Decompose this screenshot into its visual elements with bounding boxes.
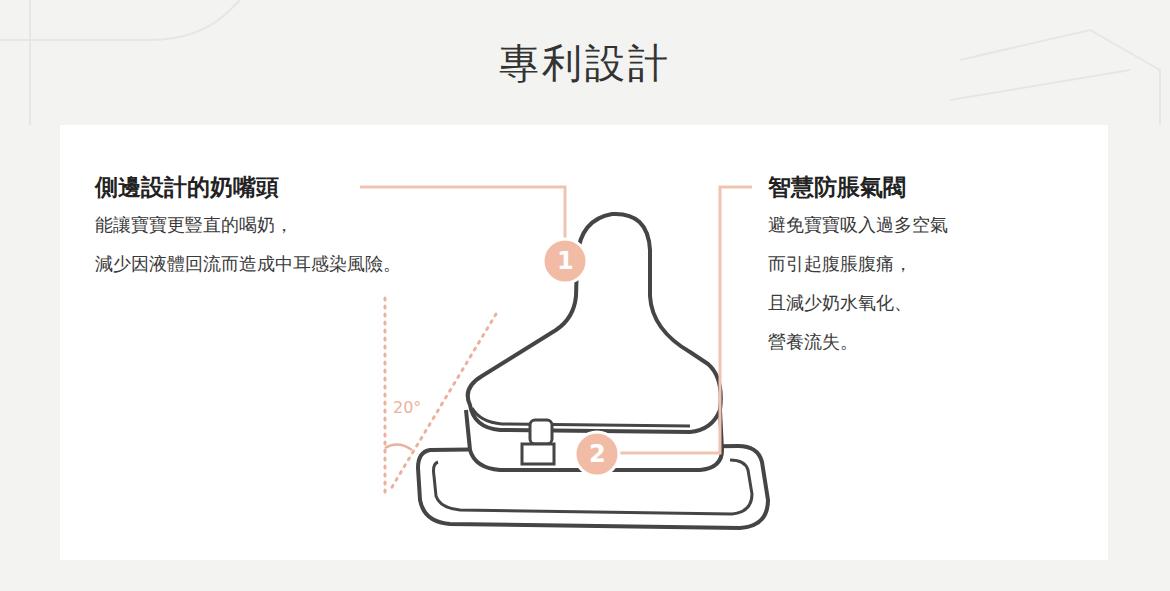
callout-heading: 側邊設計的奶嘴頭 <box>95 172 279 203</box>
angle-dimension: 20° <box>392 398 422 417</box>
callout-body: 避免寶寶吸入過多空氣 而引起腹脹腹痛， 且減少奶水氧化、營養流失。 <box>768 205 948 361</box>
page-title: 專利設計 <box>499 36 671 91</box>
callout-body: 能讓寶寶更豎直的喝奶， 減少因液體回流而造成中耳感染風險。 <box>95 205 401 283</box>
callout-number: 1 <box>557 247 574 275</box>
callout-heading: 智慧防脹氣閥 <box>768 172 906 203</box>
callout-number: 2 <box>589 440 606 468</box>
